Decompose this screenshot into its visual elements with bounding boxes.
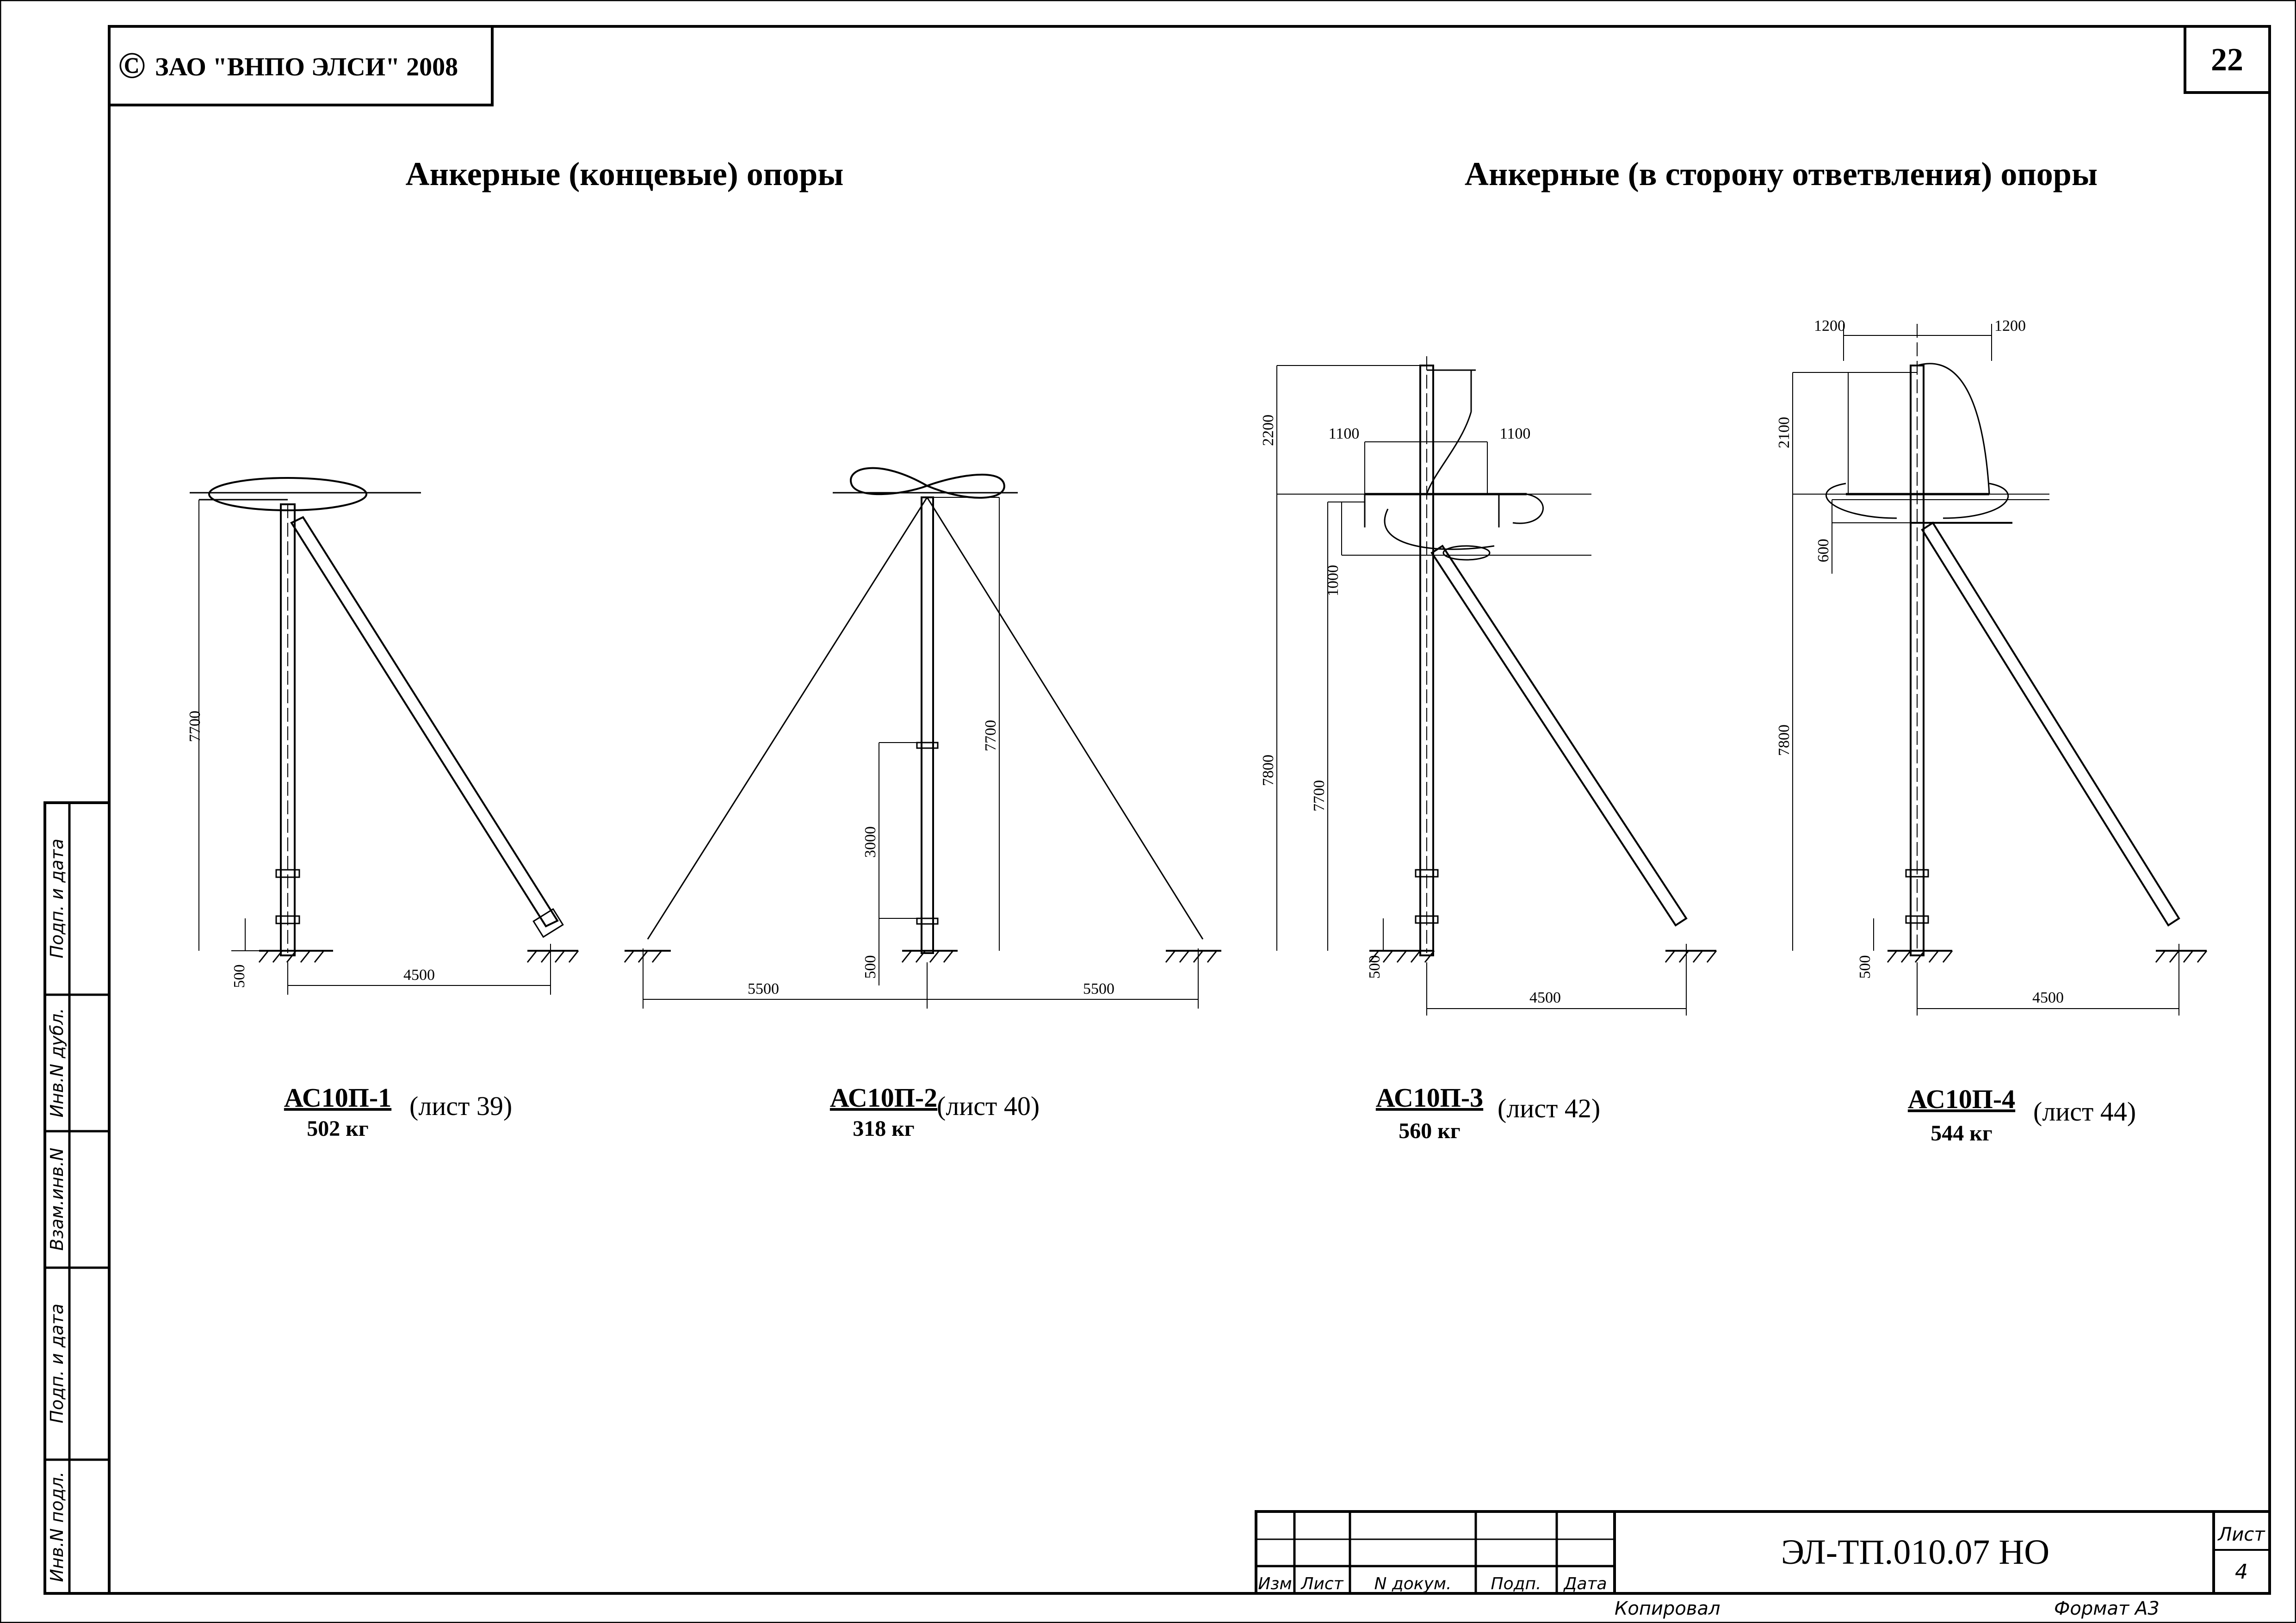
title-block: Изм Лист N докум. Подп. Дата ЭЛ-ТП.010.0… xyxy=(1255,1510,2271,1619)
pole-caption-4: АС10П-4 544 кг (лист 44) xyxy=(1908,1084,2136,1146)
dim-mid: 3000 xyxy=(862,826,879,858)
col-header: N докум. xyxy=(1374,1574,1452,1593)
format-label: Формат А3 xyxy=(2054,1598,2160,1619)
pole-mass: 560 кг xyxy=(1399,1119,1460,1143)
sheet-label: Лист xyxy=(2217,1524,2265,1545)
copyright-symbol: © xyxy=(118,45,146,86)
dim-drop: 600 xyxy=(1815,539,1832,563)
col-header: Лист xyxy=(1300,1574,1343,1593)
pole-sheet: (лист 39) xyxy=(409,1091,512,1121)
dim-top: 2200 xyxy=(1260,415,1277,446)
copyright-text: ЗАО "ВНПО ЭЛСИ" 2008 xyxy=(155,53,458,81)
pole-sheet: (лист 40) xyxy=(937,1091,1040,1121)
pole-caption-2: АС10П-2 318 кг (лист 40) xyxy=(830,1083,1040,1141)
wire-loop xyxy=(850,467,1005,499)
stamp-label: Инв.N подл. xyxy=(47,1472,67,1582)
dim-height: 7700 xyxy=(186,711,204,742)
dim-total: 7800 xyxy=(1260,755,1277,786)
copyright-box: © ЗАО "ВНПО ЭЛСИ" 2008 xyxy=(108,25,494,106)
pole-caption-3: АС10П-3 560 кг (лист 42) xyxy=(1376,1083,1600,1143)
pole-drawing-2: 7700 3000 500 5500 5500 xyxy=(624,467,1221,1009)
dim-drop: 1000 xyxy=(1324,565,1342,596)
dim-base: 500 xyxy=(1857,955,1874,979)
dim-span-right: 5500 xyxy=(1083,980,1114,997)
pole-mass: 544 кг xyxy=(1931,1121,1992,1146)
col-header: Подп. xyxy=(1491,1574,1541,1593)
brace xyxy=(1921,521,2180,927)
dim-span: 4500 xyxy=(403,966,435,984)
copied-label: Копировал xyxy=(1615,1598,1720,1619)
dim-span: 4500 xyxy=(2032,989,2064,1006)
guy-wire-right xyxy=(926,497,1204,940)
pole-drawing-1: 7700 500 4500 xyxy=(186,477,579,995)
pole-name: АС10П-3 xyxy=(1376,1083,1483,1113)
dim-base: 500 xyxy=(231,965,248,988)
col-header: Дата xyxy=(1563,1574,1607,1593)
dim-arm-left: 1100 xyxy=(1329,425,1360,442)
dim-span-left: 5500 xyxy=(748,980,779,997)
pole-name: АС10П-2 xyxy=(830,1083,937,1113)
pole-sheet: (лист 44) xyxy=(2033,1096,2136,1127)
dim-arm-left: 1200 xyxy=(1814,317,1845,335)
col-header: Изм xyxy=(1258,1574,1292,1593)
dim-height: 7700 xyxy=(1311,780,1328,812)
dim-base: 500 xyxy=(862,955,879,979)
dim-height: 7700 xyxy=(982,720,999,751)
brace xyxy=(290,516,559,928)
sheet-value: 4 xyxy=(2235,1560,2248,1584)
pole-sheet: (лист 42) xyxy=(1498,1093,1600,1123)
stamp-label: Взам.инв.N xyxy=(47,1148,67,1251)
dim-span: 4500 xyxy=(1529,989,1561,1006)
pole-caption-1: АС10П-1 502 кг (лист 39) xyxy=(284,1083,512,1141)
section-title-right: Анкерные (в сторону ответвления) опоры xyxy=(1465,155,2098,192)
dim-arm-right: 1100 xyxy=(1500,425,1531,442)
side-stamp: Подп. и дата Инв.N дубл. Взам.инв.N Подп… xyxy=(43,801,111,1595)
pole-name: АС10П-4 xyxy=(1908,1084,2015,1114)
stamp-label: Подп. и дата xyxy=(47,839,67,959)
pole-drawing-4: 1200 1200 2100 600 7800 500 4500 xyxy=(1776,317,2208,1016)
page-number-box: 22 xyxy=(2184,25,2271,94)
page-number: 22 xyxy=(2211,42,2243,78)
dim-base: 500 xyxy=(1366,955,1383,979)
dim-arm-right: 1200 xyxy=(1994,317,2026,335)
document-code: ЭЛ-ТП.010.07 НО xyxy=(1781,1533,2049,1572)
dim-top: 2100 xyxy=(1776,417,1793,448)
guy-wire-left xyxy=(647,497,928,940)
pole-mass: 318 кг xyxy=(853,1116,914,1141)
pole-name: АС10П-1 xyxy=(284,1083,391,1113)
section-title-left: Анкерные (концевые) опоры xyxy=(405,155,843,192)
pole-mass: 502 кг xyxy=(307,1116,368,1141)
stamp-label: Инв.N дубл. xyxy=(47,1008,67,1118)
dim-total: 7800 xyxy=(1776,725,1793,756)
pole-drawing-3: 2200 1100 1100 1000 7800 7700 500 4500 xyxy=(1260,356,1717,1016)
wire-loop xyxy=(208,477,367,511)
stamp-label: Подп. и дата xyxy=(47,1304,67,1424)
